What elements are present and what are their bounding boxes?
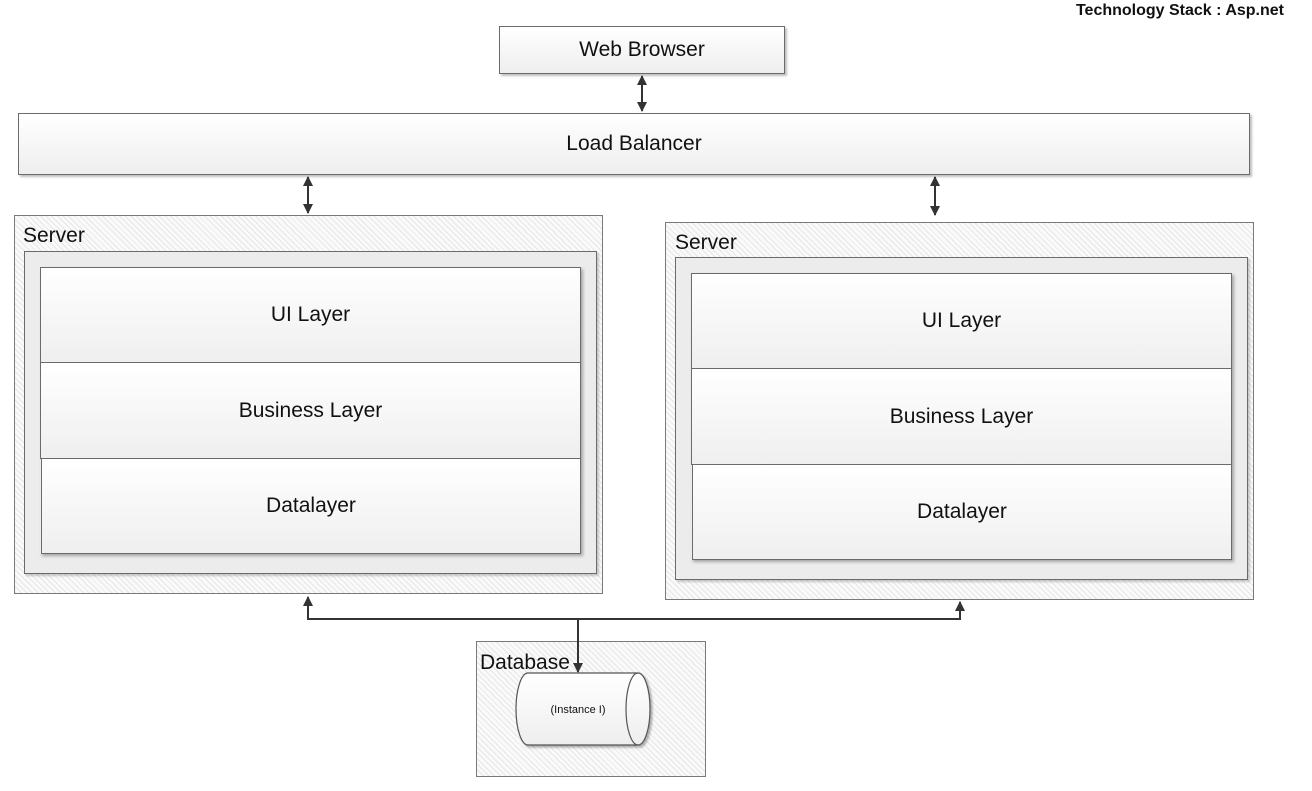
data-layer-1[interactable]: Datalayer — [41, 458, 581, 554]
database-instance-label: (Instance I) — [550, 704, 605, 716]
ui-layer-1[interactable]: UI Layer — [40, 267, 581, 363]
db-server1-connector — [303, 596, 578, 620]
database-instance-cylinder[interactable]: (Instance I) — [515, 672, 651, 746]
business-layer-label-1: Business Layer — [238, 398, 383, 422]
db-server2-connector — [578, 601, 965, 620]
server-title-1: Server — [23, 224, 85, 247]
technology-stack-label: Technology Stack : Asp.net — [1075, 2, 1284, 19]
business-layer-1[interactable]: Business Layer — [40, 362, 581, 459]
layer-stack-1: UI Layer Business Layer Datalayer — [40, 267, 581, 554]
server-inner-panel-2: UI Layer Business Layer Datalayer — [675, 257, 1248, 580]
data-layer-2[interactable]: Datalayer — [692, 464, 1232, 560]
server-container-2[interactable]: Server UI Layer Business Layer Datalayer — [665, 222, 1254, 600]
ui-layer-label-1: UI Layer — [270, 303, 351, 326]
server-inner-panel-1: UI Layer Business Layer Datalayer — [24, 251, 597, 574]
server-title-2: Server — [675, 231, 737, 254]
data-layer-label-1: Datalayer — [266, 494, 356, 517]
web-browser-box[interactable]: Web Browser — [499, 26, 785, 74]
layer-stack-2: UI Layer Business Layer Datalayer — [691, 273, 1232, 560]
load-balancer-box[interactable]: Load Balancer — [18, 113, 1250, 175]
ui-layer-2[interactable]: UI Layer — [691, 273, 1232, 369]
ui-layer-label-2: UI Layer — [921, 309, 1002, 332]
web-browser-label: Web Browser — [579, 38, 705, 61]
load-balancer-label: Load Balancer — [566, 132, 702, 155]
server-container-1[interactable]: Server UI Layer Business Layer Datalayer — [14, 215, 603, 594]
data-layer-label-2: Datalayer — [917, 500, 1007, 523]
business-layer-label-2: Business Layer — [889, 404, 1034, 428]
database-title: Database — [480, 651, 570, 674]
